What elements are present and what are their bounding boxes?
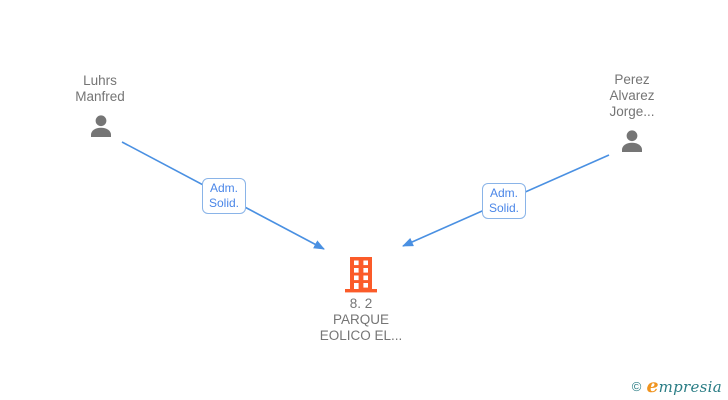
person-name-line: Luhrs xyxy=(83,73,117,88)
person-node-left-name: Luhrs Manfred xyxy=(40,73,160,105)
edge-label-line: Solid. xyxy=(489,201,520,215)
person-name-line: Manfred xyxy=(75,89,125,104)
edge-label-line: Adm. xyxy=(210,181,239,195)
person-node-right-name: Perez Alvarez Jorge... xyxy=(572,72,692,120)
person-name-line: Jorge... xyxy=(609,104,655,119)
edge-label-adm-solid-left[interactable]: Adm. Solid. xyxy=(202,178,247,214)
person-icon[interactable] xyxy=(86,112,116,142)
person-icon[interactable] xyxy=(617,127,647,157)
company-name-line: PARQUE xyxy=(332,312,389,327)
brand-logo-initial: e xyxy=(646,375,659,397)
building-icon[interactable] xyxy=(344,256,378,293)
brand-logo-text: mpresia xyxy=(658,378,722,396)
copyright-icon: © xyxy=(631,379,642,394)
empresia-watermark: © empresia xyxy=(632,375,722,397)
person-name-line: Alvarez xyxy=(609,88,655,103)
company-name-line: 8. 2 xyxy=(349,296,373,311)
edge-label-line: Adm. xyxy=(490,186,519,200)
edge-label-adm-solid-right[interactable]: Adm. Solid. xyxy=(482,183,527,219)
company-node-name: 8. 2 PARQUE EOLICO EL... xyxy=(301,296,421,344)
edge-label-line: Solid. xyxy=(209,196,240,210)
person-name-line: Perez xyxy=(614,72,650,87)
company-name-line: EOLICO EL... xyxy=(319,328,403,343)
